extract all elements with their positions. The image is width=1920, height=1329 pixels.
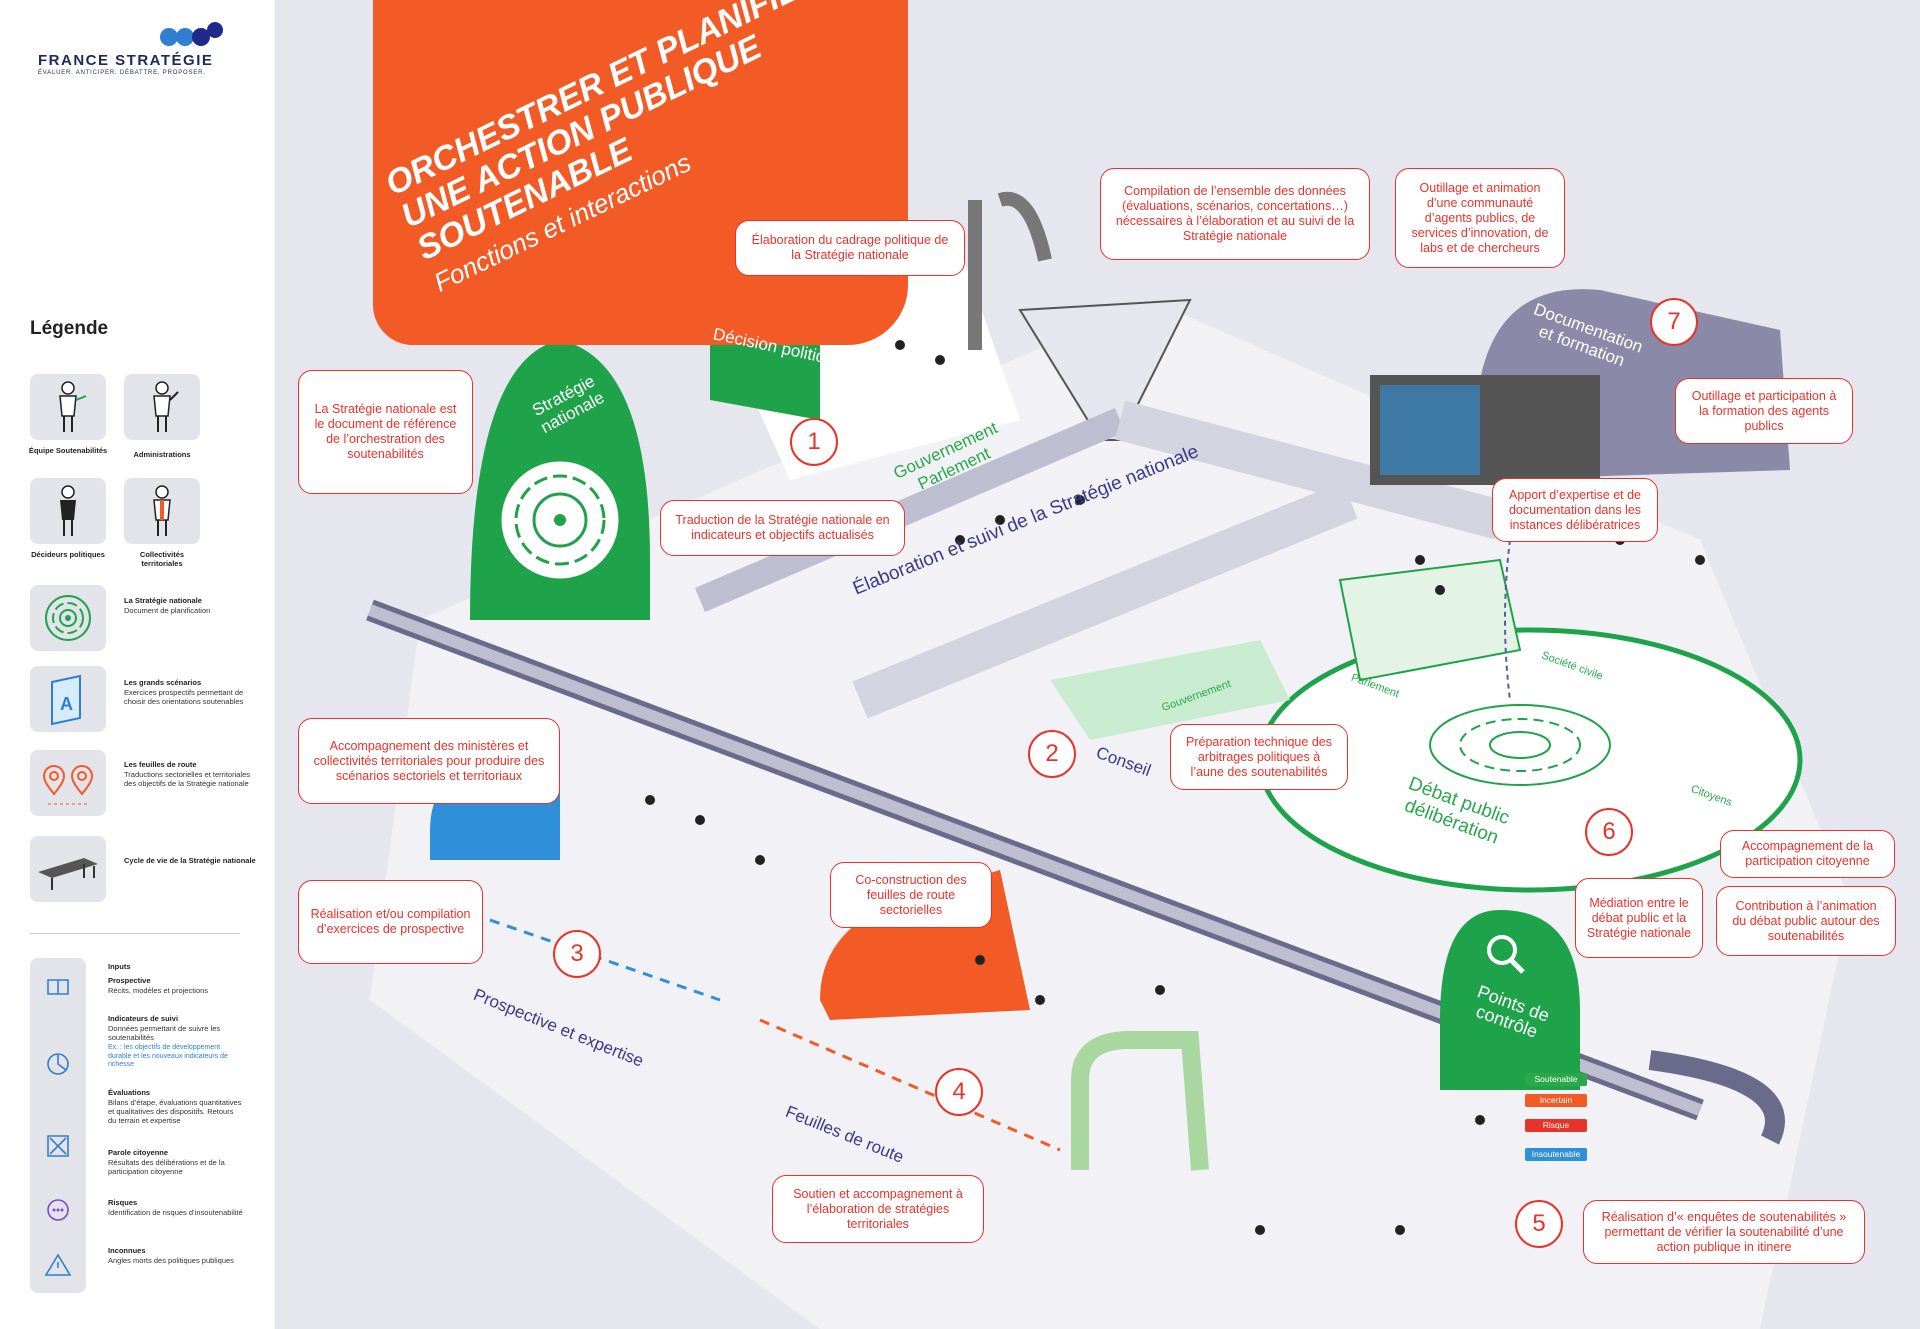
- input-indicateurs-name: Indicateurs de suivi: [108, 1014, 179, 1023]
- logo-text: FRANCE STRATÉGIE: [38, 52, 214, 69]
- input-parole-name: Parole citoyenne: [108, 1148, 169, 1157]
- legend-feuilles-name: Les feuilles de route: [124, 760, 197, 769]
- callout-contribution-animation: Contribution à l’animation du débat publ…: [1716, 886, 1896, 956]
- step-number-1: 1: [790, 418, 838, 466]
- input-evaluations-desc: Bilans d’étape, évaluations quantitative…: [108, 1098, 242, 1125]
- input-inconnues-name: Inconnues: [108, 1246, 146, 1255]
- callout-apport-expertise: Apport d’expertise et de documentation d…: [1492, 478, 1658, 542]
- actor-decideurs-label: Décideurs politiques: [31, 550, 105, 559]
- callout-accompagnement-ministeres: Accompagnement des ministères et collect…: [298, 718, 560, 804]
- input-indicateurs-extra: Ex. : les objectifs de développement dur…: [108, 1044, 228, 1068]
- status-risque: Risque: [1525, 1119, 1587, 1132]
- actor-collectivites-icon: [124, 478, 200, 544]
- inputs-icons-box: [30, 958, 86, 1293]
- step-number-5: 5: [1515, 1200, 1563, 1248]
- title-banner: [373, 0, 908, 345]
- step-number-4: 4: [935, 1068, 983, 1116]
- target-icon: [30, 585, 106, 651]
- status-insoutenable: Insoutenable: [1525, 1148, 1587, 1161]
- callout-mediation: Médiation entre le débat public et la St…: [1575, 878, 1703, 958]
- scenario-icon: A: [30, 666, 106, 732]
- callout-realisation-prospective: Réalisation et/ou compilation d’exercice…: [298, 880, 483, 964]
- actor-administrations-label: Administrations: [133, 450, 191, 459]
- callout-traduction: Traduction de la Stratégie nationale en …: [660, 500, 905, 556]
- legend-divider: [30, 933, 240, 934]
- legend-feuilles-desc: Traductions sectorielles et territoriale…: [124, 770, 251, 788]
- input-risques-name: Risques: [108, 1198, 138, 1207]
- step-number-6: 6: [1585, 808, 1633, 856]
- input-indicateurs-desc: Données permettant de suivre les soutena…: [108, 1024, 221, 1042]
- callout-soutien-territoriales: Soutien et accompagnement à l’élaboratio…: [772, 1175, 984, 1243]
- callout-strategie-reference: La Stratégie nationale est le document d…: [298, 370, 473, 494]
- callout-accompagnement-participation: Accompagnement de la participation citoy…: [1720, 830, 1895, 878]
- step-number-2: 2: [1028, 730, 1076, 778]
- actor-administrations-icon: [124, 374, 200, 440]
- input-parole-desc: Résultats des délibérations et de la par…: [108, 1158, 225, 1176]
- roadmap-pin-icon: [30, 750, 106, 816]
- legend-title: Légende: [30, 318, 109, 339]
- callout-coconstruction: Co-construction des feuilles de route se…: [830, 862, 992, 928]
- legend-scenarios-desc: Exercices prospectifs permettant de choi…: [124, 688, 244, 706]
- callout-realisation-enquetes: Réalisation d’« enquêtes de soutenabilit…: [1583, 1200, 1865, 1264]
- callout-elaboration-cadrage: Élaboration du cadrage politique de la S…: [735, 220, 965, 276]
- actor-equipe-label: Équipe Soutenabilités: [28, 446, 108, 455]
- status-soutenable: Soutenable: [1525, 1073, 1587, 1086]
- legend-strategie-desc: Document de planification: [124, 606, 211, 615]
- input-inconnues-desc: Angles morts des politiques publiques: [108, 1256, 234, 1265]
- callout-preparation-technique: Préparation technique des arbitrages pol…: [1170, 724, 1348, 790]
- input-prospective-desc: Récits, modèles et projections: [108, 986, 209, 995]
- legend-strategie-name: La Stratégie nationale: [124, 596, 202, 605]
- legend-panel: FRANCE STRATÉGIE ÉVALUER. ANTICIPER. DÉB…: [0, 0, 275, 1329]
- legend-scenarios-name: Les grands scénarios: [124, 678, 202, 687]
- callout-compilation: Compilation de l’ensemble des données (é…: [1100, 168, 1370, 260]
- inputs-title: Inputs: [108, 962, 131, 971]
- svg-text:A: A: [60, 694, 73, 714]
- france-strategie-logo: [160, 22, 223, 46]
- input-evaluations-name: Évaluations: [108, 1088, 151, 1097]
- logo-tagline: ÉVALUER. ANTICIPER. DÉBATTRE. PROPOSER.: [38, 70, 206, 76]
- conveyor-icon: [30, 836, 106, 902]
- input-risques-desc: Identification de risques d’insoutenabil…: [108, 1208, 243, 1217]
- actor-equipe-icon: [30, 374, 106, 440]
- callout-outillage-participation: Outillage et participation à la formatio…: [1675, 378, 1853, 444]
- magnifier-icon: [1487, 935, 1525, 974]
- legend-cycle-name: Cycle de vie de la Stratégie nationale: [124, 856, 256, 865]
- status-incertain: Incertain: [1525, 1094, 1587, 1107]
- input-prospective-name: Prospective: [108, 976, 151, 985]
- actor-decideurs-icon: [30, 478, 106, 544]
- step-number-7: 7: [1650, 298, 1698, 346]
- actor-collectivites-label: Collectivités territoriales: [139, 550, 185, 568]
- step-number-3: 3: [553, 930, 601, 978]
- callout-outillage-animation: Outillage et animation d’une communauté …: [1395, 168, 1565, 268]
